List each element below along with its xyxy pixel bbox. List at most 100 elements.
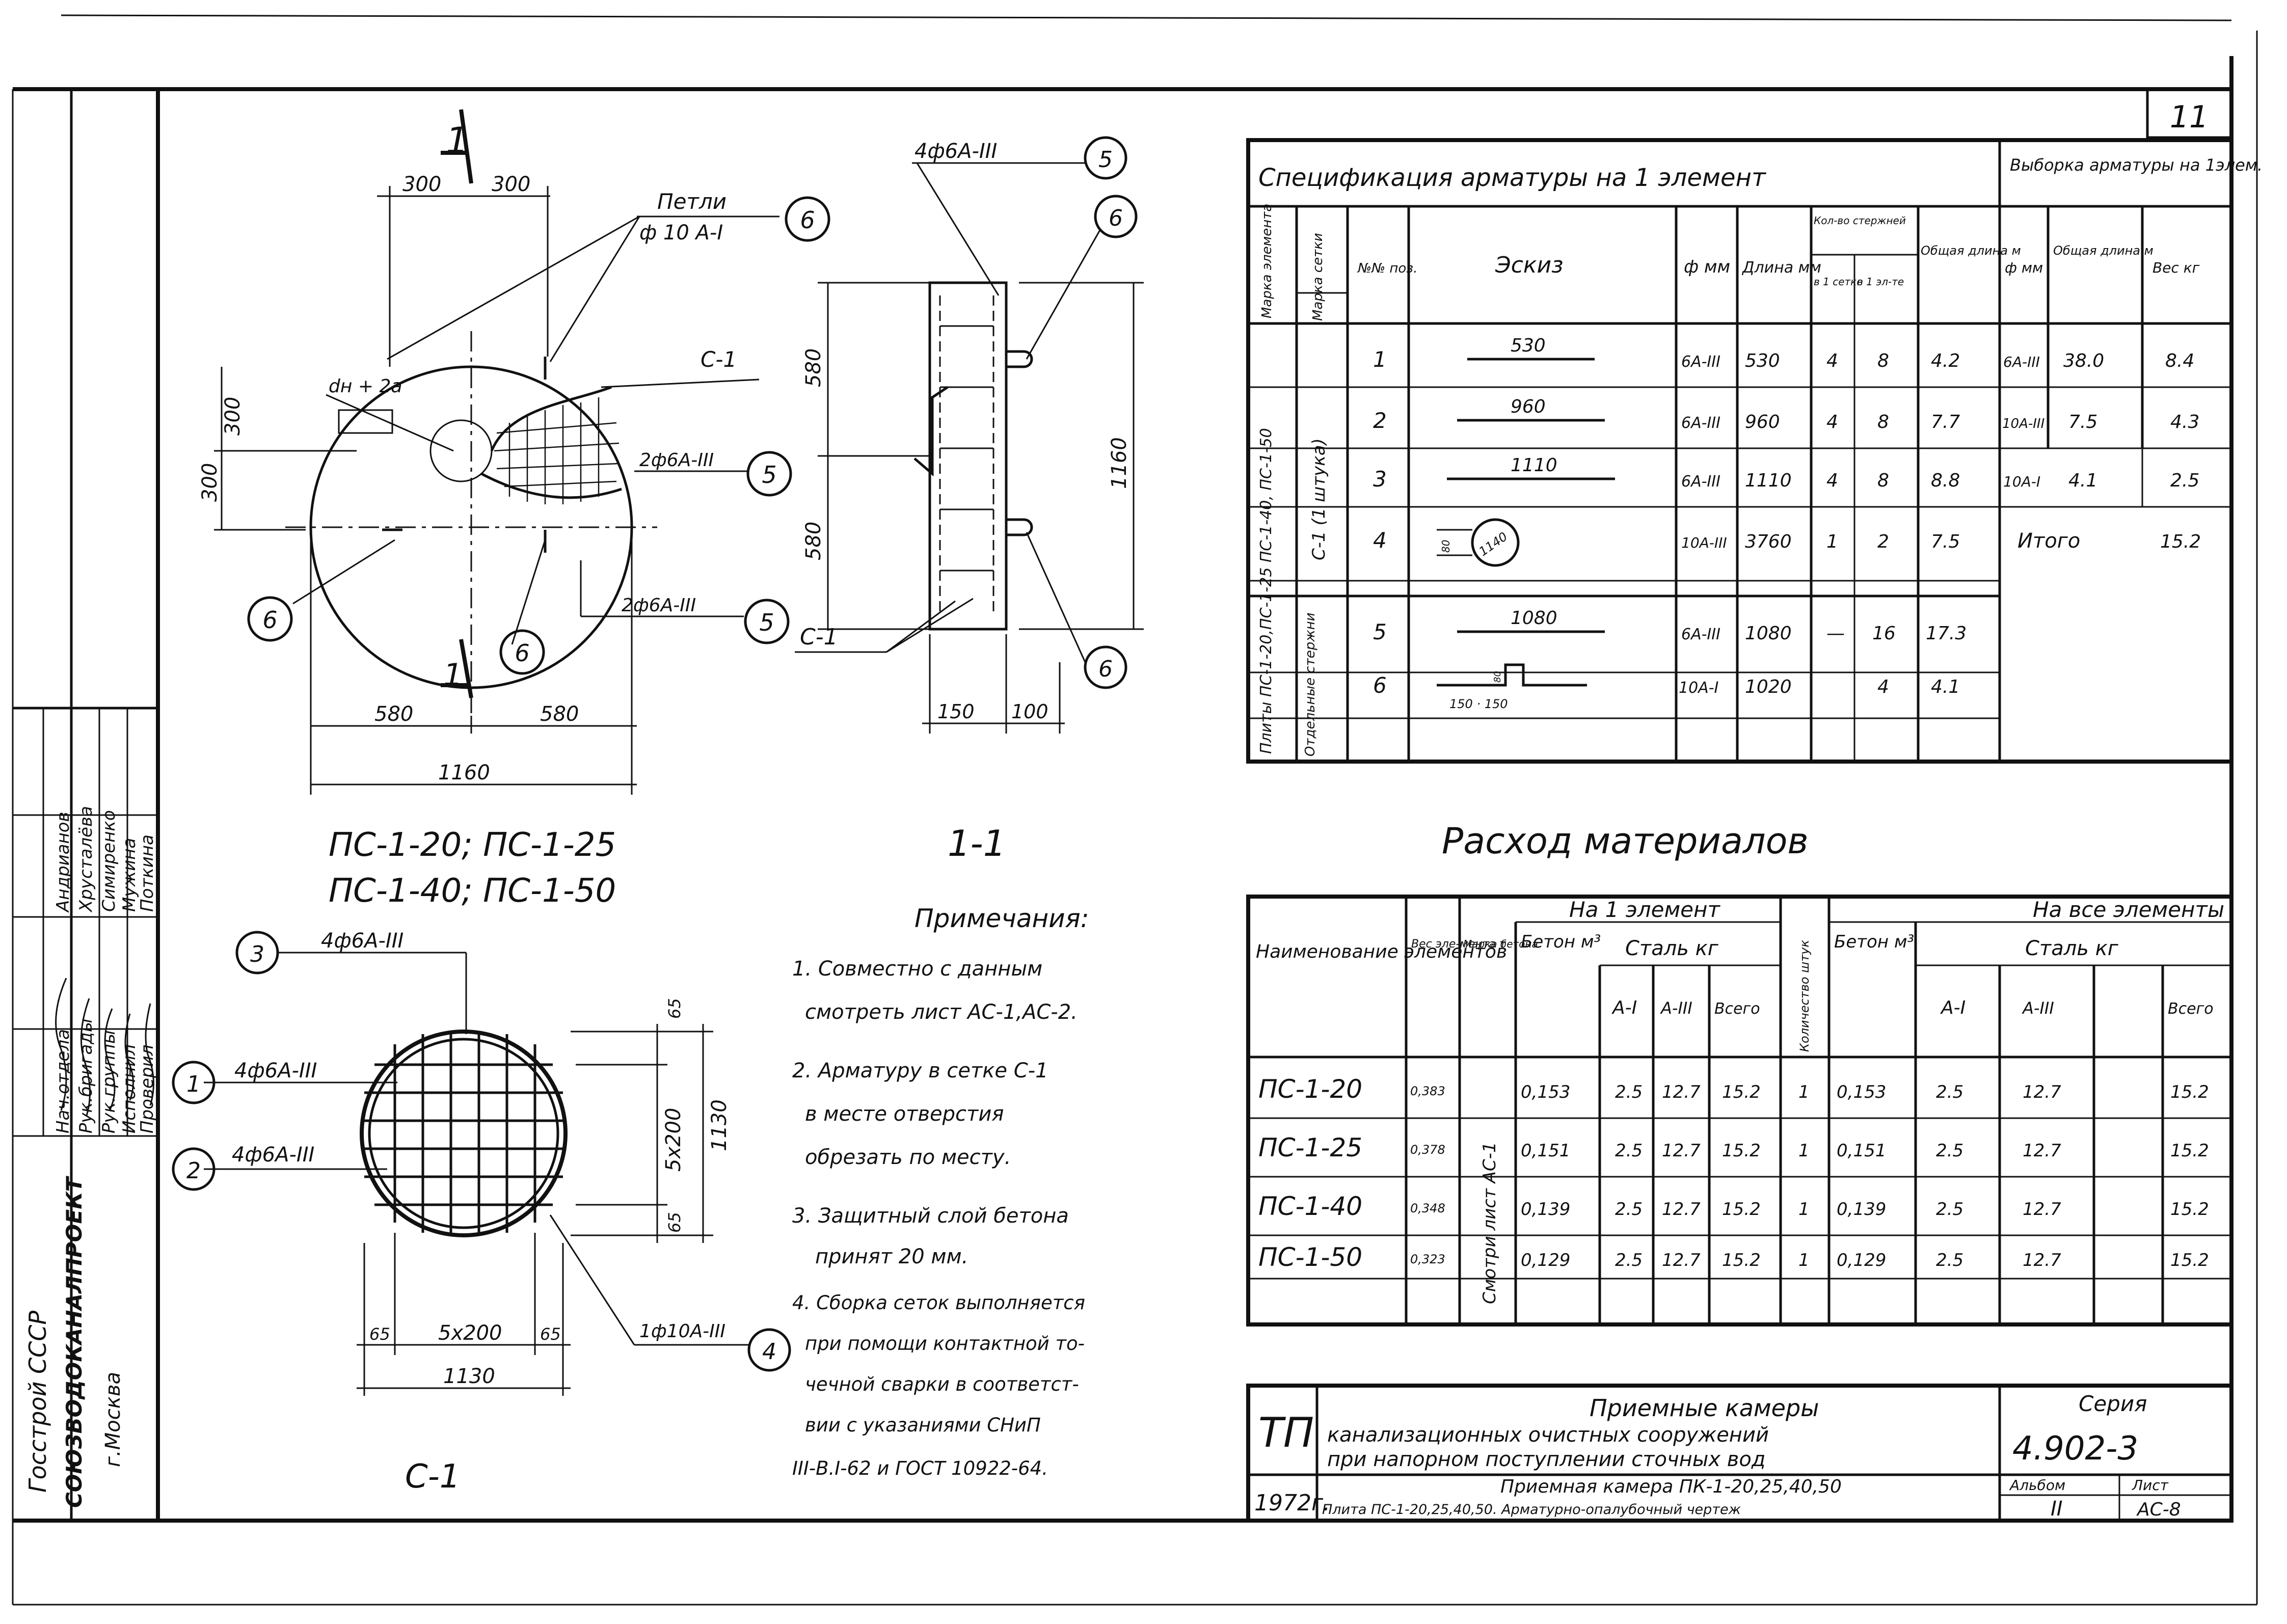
- svg-text:12.7: 12.7: [2023, 1250, 2061, 1270]
- svg-text:4: 4: [1826, 470, 1838, 491]
- svg-text:0,378: 0,378: [1410, 1143, 1445, 1157]
- spec-row: 4 1140 80 10А-III 3760 1 2 7.5: [1373, 518, 1960, 567]
- svg-text:80: 80: [1440, 540, 1452, 553]
- mesh-dim-1: 5x200: [662, 1108, 685, 1172]
- left-stamp: Госстрой СССР СОЮЗВОДОКАНАЛПРОЕКТ г.Моск…: [13, 89, 158, 1521]
- svg-text:15.2: 15.2: [1722, 1082, 1761, 1102]
- spec-table: Спецификация арматуры на 1 элемент Выбор…: [1246, 138, 2263, 764]
- section-dim-5: 100: [1011, 700, 1048, 723]
- table-row: ПС-1-20 0,383 0,153 2.5 12.7 15.2 1 0,15…: [1258, 1074, 2209, 1104]
- callout-5-b: [744, 599, 790, 644]
- title-line-3: при напорном поступлении сточных вод: [1327, 1448, 1765, 1471]
- plan-dim-3: 300: [221, 397, 245, 436]
- svg-text:15.2: 15.2: [2170, 1141, 2209, 1161]
- title-line-1: Приемные камеры: [1590, 1394, 1819, 1422]
- svg-text:—: —: [1826, 623, 1845, 644]
- svg-text:2.5: 2.5: [1615, 1082, 1643, 1102]
- stamp-org-1: Госстрой СССР: [24, 1311, 51, 1493]
- note-line-4: в месте отверстия: [805, 1102, 1004, 1126]
- callout-1: [172, 1061, 216, 1104]
- svg-text:15.2: 15.2: [1722, 1199, 1761, 1220]
- plan-dim-6: 580: [540, 702, 579, 726]
- callout-5-b-label: 5: [759, 609, 774, 636]
- plan-dim-5: 580: [374, 702, 413, 726]
- spec-h-count: Кол-во стержней: [1814, 214, 1906, 227]
- spec-h-mesh: Марка сетки: [1310, 233, 1326, 321]
- spec-h-sketch: Эскиз: [1495, 252, 1563, 278]
- svg-text:2.5: 2.5: [1615, 1199, 1643, 1220]
- svg-text:7.5: 7.5: [2068, 412, 2097, 432]
- spec-row: 6 150 · 150 80 10А-I 1020 4 4.1: [1373, 663, 1960, 711]
- mesh-dim-2: 1130: [708, 1099, 731, 1151]
- mesh-cut-edge-bottom: [480, 472, 622, 499]
- svg-text:150 · 150: 150 · 150: [1449, 697, 1508, 711]
- signature-3: [104, 1008, 116, 1111]
- consumption-title: Расход материалов: [1442, 820, 1809, 862]
- label-loops: Петли: [657, 189, 727, 214]
- svg-text:1: 1: [1798, 1082, 1810, 1102]
- signature-1: [55, 978, 67, 1111]
- stamp-role-2: Рук.бригады: [76, 1018, 96, 1133]
- callout-5-a: [746, 451, 792, 497]
- note-line-10: чечной сварки в соответст-: [805, 1373, 1079, 1395]
- svg-text:0,139: 0,139: [1521, 1199, 1570, 1220]
- spec-group-separate: Отдельные стержни: [1303, 612, 1318, 756]
- plan-dim-1: 300: [402, 173, 441, 196]
- svg-text:7.5: 7.5: [1931, 531, 1960, 552]
- notes-title: Примечания:: [914, 904, 1089, 933]
- svg-text:0,383: 0,383: [1410, 1084, 1445, 1098]
- stamp-name-1: Андрианов: [53, 811, 73, 913]
- section-loop-bottom: [1006, 518, 1033, 536]
- svg-text:17.3: 17.3: [1926, 623, 1967, 644]
- title-block: ТП 1972г. Приемные камеры канализационны…: [1246, 1384, 2234, 1523]
- stamp-name-4: Мужина: [119, 838, 140, 912]
- svg-text:5: 5: [1373, 619, 1387, 644]
- consumption-steel-all: Сталь кг: [2025, 937, 2119, 960]
- callout-3-label: 3: [250, 941, 264, 967]
- note-line-9: при помощи контактной то-: [805, 1333, 1085, 1355]
- consumption-h-a1-all: А-I: [1940, 997, 1966, 1018]
- title-series-label: Серия: [2079, 1391, 2147, 1416]
- callout-6-d-label: 6: [1109, 205, 1123, 231]
- stamp-org-3: г.Москва: [101, 1372, 125, 1467]
- note-line-3: 2. Арматуру в сетке С-1: [792, 1059, 1048, 1082]
- svg-text:10А-III: 10А-III: [2002, 416, 2044, 431]
- title-sheet: АС-8: [2136, 1499, 2181, 1520]
- svg-text:3: 3: [1373, 467, 1387, 492]
- signature-5: [145, 1003, 154, 1106]
- svg-text:0,129: 0,129: [1521, 1250, 1570, 1270]
- section-view: 580 580 1160 150 100 4ф6А-III 5 6 6 С-1 …: [795, 136, 1144, 864]
- callout-2: [172, 1147, 216, 1191]
- svg-text:8: 8: [1877, 412, 1889, 432]
- stamp-name-3: Симиренко: [99, 810, 119, 912]
- sample-row: 6А-III 38.0 8.4: [2003, 350, 2194, 371]
- table-row: ПС-1-25 0,378 0,151 2.5 12.7 15.2 1 0,15…: [1258, 1133, 2209, 1162]
- svg-text:0,153: 0,153: [1837, 1082, 1886, 1102]
- svg-text:2.5: 2.5: [2170, 470, 2199, 491]
- svg-text:6А-III: 6А-III: [1681, 626, 1720, 643]
- mesh-dim-8: 1130: [443, 1365, 495, 1388]
- spec-title: Спецификация арматуры на 1 элемент: [1258, 164, 1767, 192]
- svg-text:2.5: 2.5: [1615, 1250, 1643, 1270]
- lifting-slot: [338, 409, 393, 434]
- svg-text:1080: 1080: [1511, 608, 1557, 629]
- callout-6-c-label: 6: [515, 639, 529, 667]
- svg-text:960: 960: [1745, 412, 1780, 432]
- mesh-dim-4: 65: [665, 1212, 684, 1233]
- stamp-role-5: Проверил: [137, 1045, 157, 1133]
- svg-text:2: 2: [1877, 531, 1889, 552]
- mesh-ring: [360, 1030, 568, 1237]
- svg-text:4: 4: [1826, 412, 1838, 432]
- svg-text:2.5: 2.5: [1615, 1141, 1643, 1161]
- sample-row: 10А-III 7.5 4.3: [2002, 412, 2199, 432]
- consumption-table: Расход материалов На 1 элемент На все эл…: [1246, 820, 2234, 1327]
- note-line-6: 3. Защитный слой бетона: [792, 1204, 1069, 1228]
- section-opening-edge: [913, 386, 949, 477]
- note-line-12: III-В.I-62 и ГОСТ 10922-64.: [792, 1457, 1048, 1479]
- stamp-name-2: Хрусталёва: [76, 806, 96, 913]
- svg-text:ПС-1-20: ПС-1-20: [1258, 1074, 1362, 1104]
- opening-circle: [429, 419, 493, 482]
- svg-text:4.1: 4.1: [1931, 676, 1960, 697]
